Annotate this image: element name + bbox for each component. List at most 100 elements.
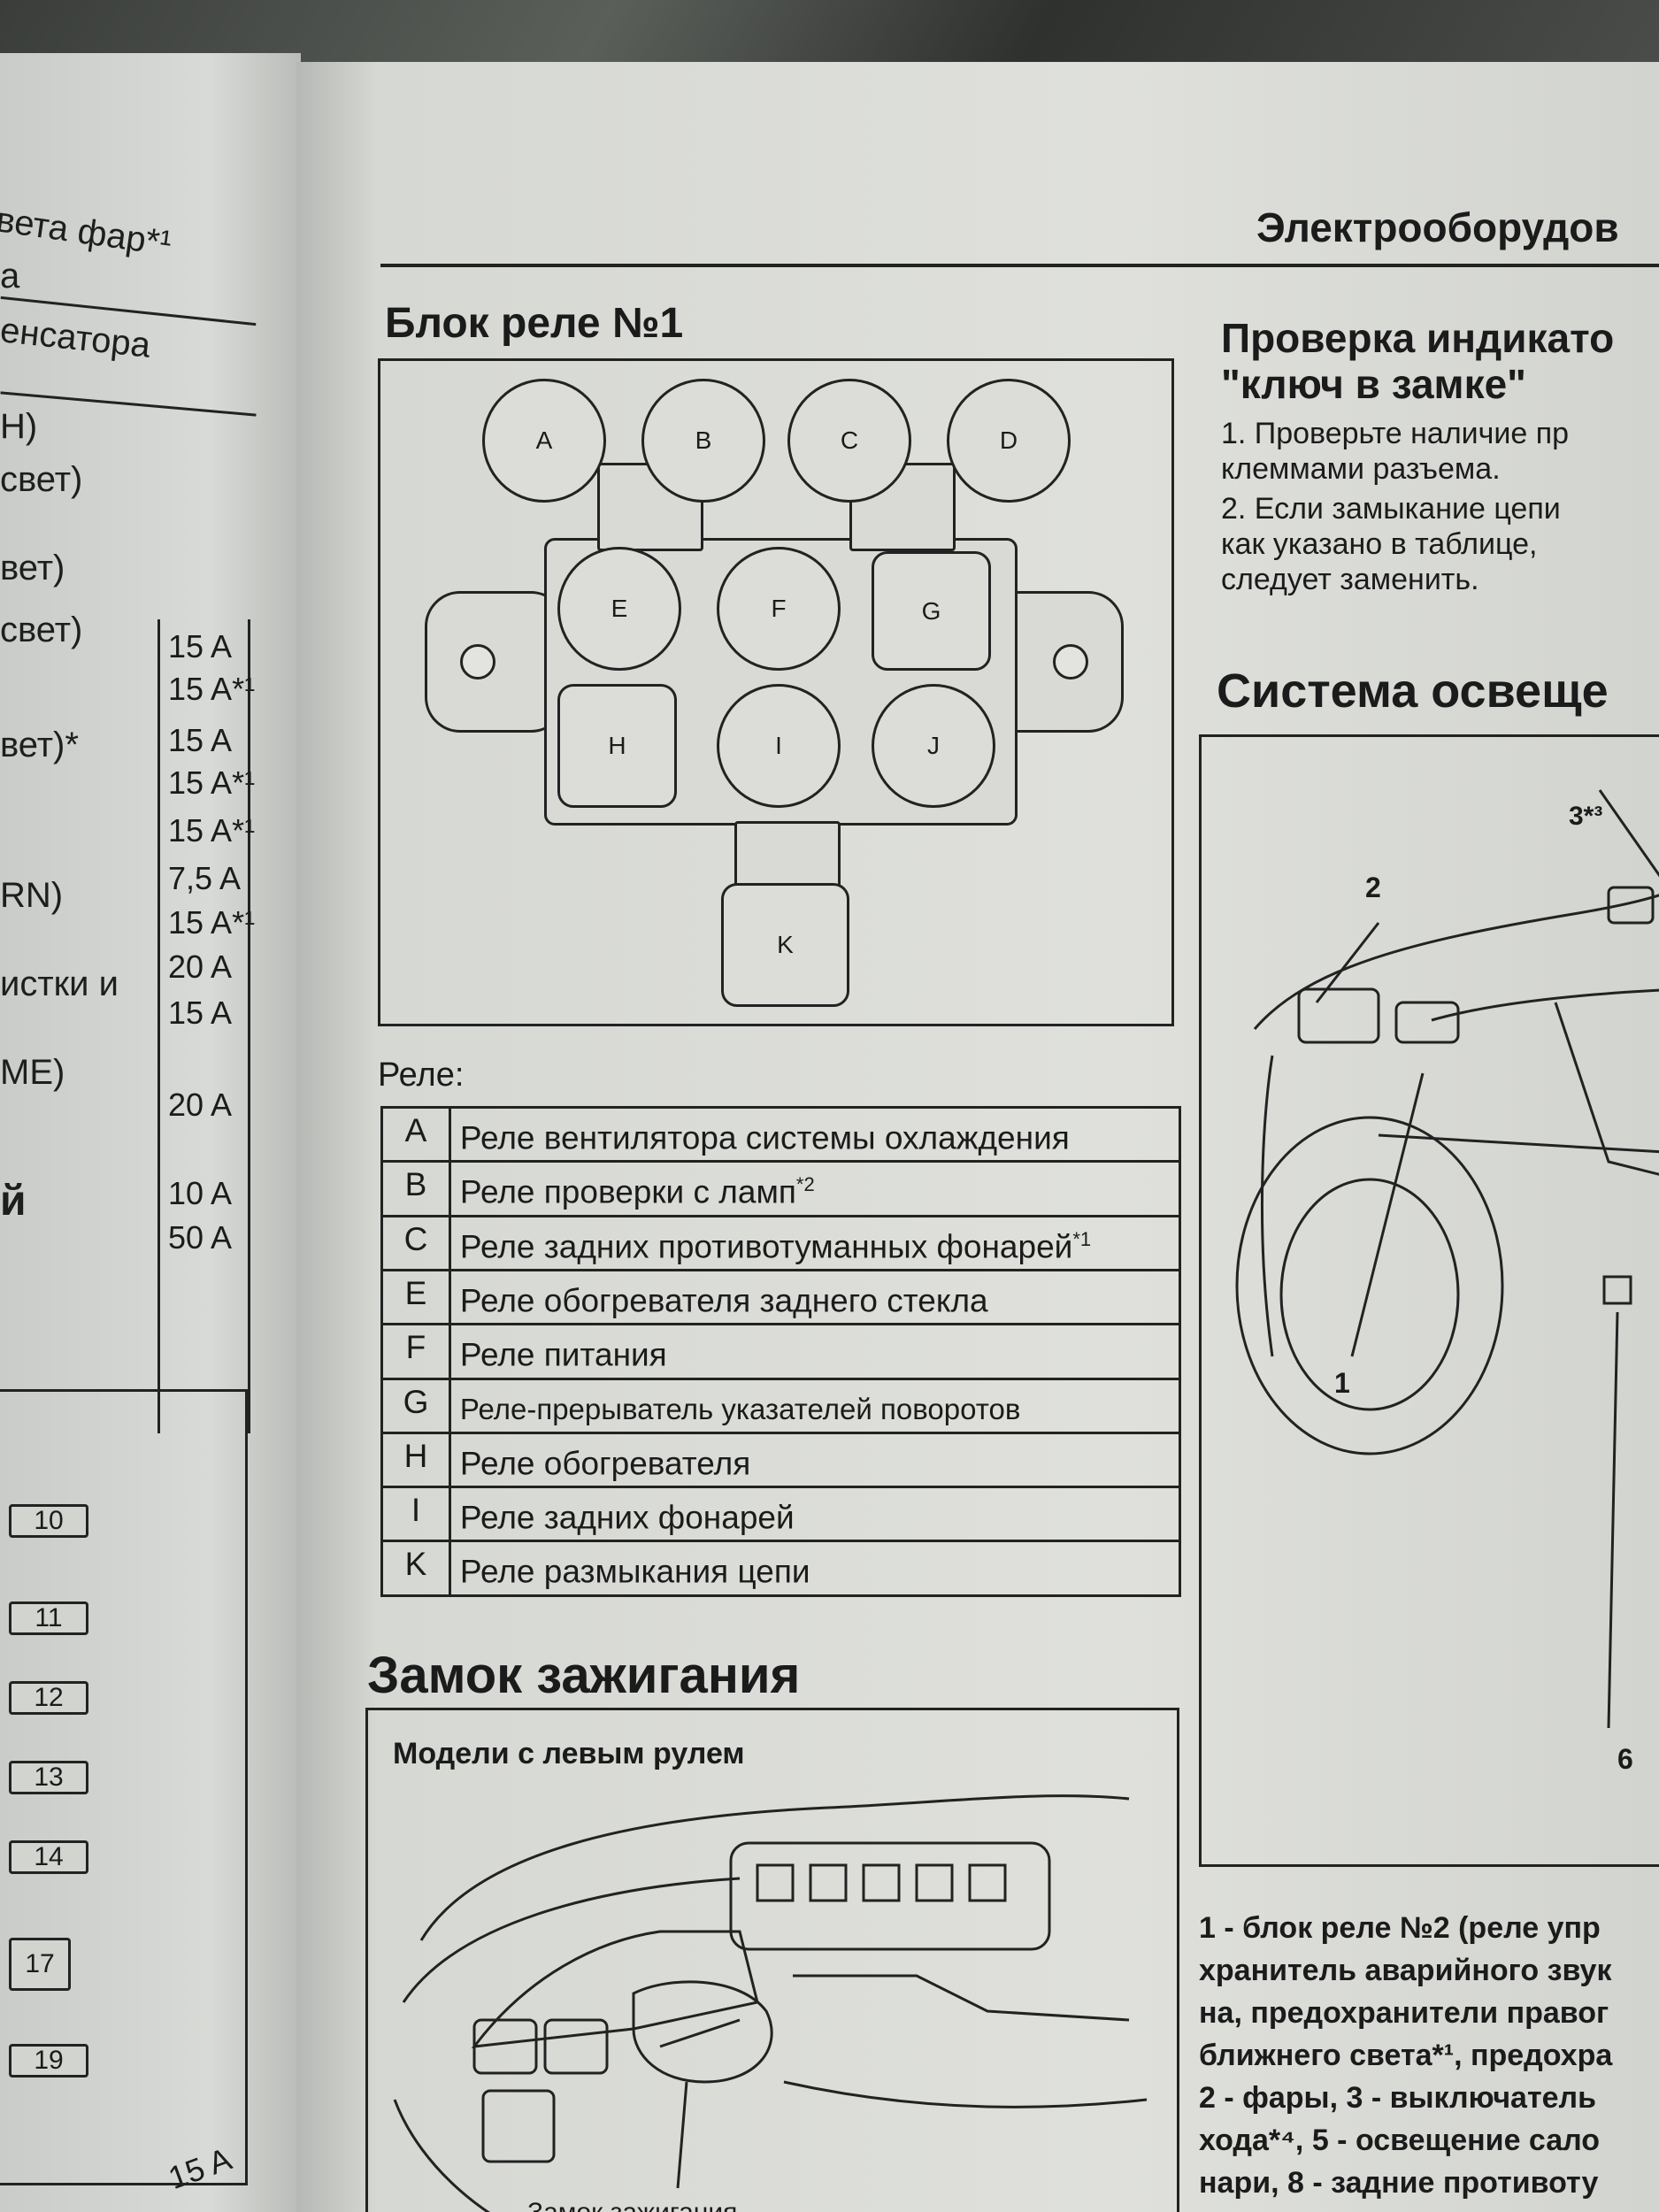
- relay-block-title: Блок реле №1: [385, 300, 684, 347]
- relay-name: Реле задних противотуманных фонарей*1: [448, 1214, 1182, 1271]
- table-rule: [157, 619, 160, 1433]
- table-rule: [248, 619, 250, 1433]
- lighting-caption-line: нари, 8 - задние противоту: [1199, 2166, 1599, 2200]
- ignition-partial-subtitle: рулем: [765, 2203, 857, 2212]
- relay-key: F: [380, 1323, 451, 1380]
- relay-name: Реле задних фонарей: [448, 1485, 1182, 1543]
- ignition-subtitle: Модели с левым рулем: [393, 1737, 745, 1770]
- table-row: I Реле задних фонарей: [380, 1485, 1182, 1543]
- fuse-number: 14: [9, 1840, 88, 1874]
- relay-key: G: [380, 1377, 451, 1434]
- amp-value: 10 A: [168, 1175, 233, 1211]
- left-fragment: вет): [0, 549, 65, 588]
- amp-value: 15 A*¹: [168, 812, 256, 849]
- key-check-line: клеммами разъема.: [1221, 452, 1501, 486]
- relay-name: Реле вентилятора системы охлаждения: [448, 1105, 1182, 1164]
- relay-key: E: [380, 1268, 451, 1326]
- lighting-caption-line: на, предохранители правог: [1199, 1996, 1609, 2030]
- lighting-caption-line: ближнего света*¹, предохра: [1199, 2039, 1613, 2072]
- fuse-box-outline: [0, 1389, 248, 2185]
- relay-key: H: [380, 1431, 451, 1488]
- callout-3: 3*³: [1569, 802, 1603, 831]
- relay-name: Реле размыкания цепи: [448, 1540, 1182, 1597]
- relay-e: E: [557, 547, 681, 671]
- left-fragment: свет): [0, 611, 83, 649]
- amp-value: 15 A*¹: [168, 764, 256, 801]
- left-fragment: енсатора: [0, 311, 153, 365]
- running-header: Электрооборудов: [1256, 204, 1619, 250]
- left-fragment: й: [0, 1178, 27, 1225]
- table-row: C Реле задних противотуманных фонарей*1: [380, 1214, 1182, 1271]
- relay-block-diagram: A B C D E F G H I J K: [378, 358, 1174, 1026]
- callout-6: 6: [1617, 1743, 1633, 1775]
- left-fragment: вет)*: [0, 726, 79, 764]
- ignition-title: Замок зажигания: [367, 1647, 801, 1704]
- table-row: F Реле питания: [380, 1323, 1182, 1380]
- ignition-figure: Модели с левым рулем: [365, 1708, 1179, 2212]
- relay-k: K: [721, 883, 849, 1007]
- amp-value: 15 A*¹: [168, 904, 256, 941]
- amp-value: 7,5 A: [168, 860, 242, 896]
- relay-g: G: [872, 551, 991, 671]
- amp-value: 15 A: [168, 995, 233, 1031]
- table-rule: [0, 391, 257, 417]
- key-check-title-1: Проверка индикато: [1221, 315, 1615, 361]
- relay-key: I: [380, 1485, 451, 1543]
- relay-h: H: [557, 684, 677, 808]
- relay-name: Реле-прерыватель указателей поворотов: [448, 1377, 1182, 1434]
- left-fragment: вета фар*¹: [0, 200, 174, 264]
- relay-key: A: [380, 1105, 451, 1164]
- relay-key: C: [380, 1214, 451, 1271]
- lighting-caption-line: хранитель аварийного звук: [1199, 1954, 1612, 1987]
- relay-b: B: [641, 379, 765, 503]
- relay-c: C: [787, 379, 911, 503]
- table-row: B Реле проверки с ламп*2: [380, 1160, 1182, 1217]
- amp-value: 20 A: [168, 949, 233, 985]
- amp-value: 15 A: [168, 722, 233, 758]
- table-row: E Реле обогревателя заднего стекла: [380, 1268, 1182, 1326]
- left-fragment: истки и: [0, 964, 119, 1003]
- fuse-number: 19: [9, 2044, 88, 2078]
- lighting-caption-line: 2 - фары, 3 - выключатель: [1199, 2081, 1597, 2115]
- relay-legend-caption: Реле:: [378, 1056, 465, 1094]
- relay-a: A: [482, 379, 606, 503]
- left-fragment: а: [0, 257, 20, 296]
- relay-key: K: [380, 1540, 451, 1597]
- key-check-line: следует заменить.: [1221, 563, 1479, 596]
- left-fragment: Н): [0, 407, 38, 446]
- dashboard-drawing: [393, 1794, 1148, 2212]
- left-fragment: ME): [0, 1053, 65, 1092]
- vehicle-drawing: [1235, 789, 1659, 1729]
- amp-value: 15 A: [168, 628, 233, 664]
- fuse-number: 11: [9, 1601, 88, 1635]
- relay-name: Реле питания: [448, 1323, 1182, 1380]
- header-rule: [380, 264, 1659, 267]
- table-row: K Реле размыкания цепи: [380, 1540, 1182, 1597]
- lighting-figure: 3*³ 2 1 6: [1199, 734, 1659, 1867]
- key-check-line: как указано в таблице,: [1221, 527, 1538, 561]
- relay-j: J: [872, 684, 995, 808]
- mount-hole-right: [1053, 644, 1088, 680]
- ignition-callout: Замок зажигания: [527, 2195, 737, 2212]
- connector-stem: [734, 821, 841, 892]
- relay-i: I: [717, 684, 841, 808]
- table-row: G Реле-прерыватель указателей поворотов: [380, 1377, 1182, 1434]
- relay-name: Реле проверки с ламп*2: [448, 1160, 1182, 1217]
- fuse-number: 12: [9, 1681, 88, 1715]
- fuse-number: 10: [9, 1504, 88, 1538]
- left-fragment: свет): [0, 460, 83, 499]
- fuse-number: 17: [9, 1938, 71, 1991]
- fuse-number: 13: [9, 1761, 88, 1794]
- relay-d: D: [947, 379, 1071, 503]
- lighting-caption-line: 1 - блок реле №2 (реле упр: [1199, 1911, 1601, 1945]
- mount-ear-left: [425, 591, 566, 733]
- callout-1: 1: [1334, 1367, 1350, 1399]
- amp-value: 15 A*¹: [168, 671, 256, 707]
- lighting-title: Система освеще: [1217, 664, 1609, 718]
- amp-value: 20 A: [168, 1087, 233, 1123]
- mount-hole-left: [460, 644, 495, 680]
- relay-name: Реле обогревателя: [448, 1431, 1182, 1488]
- lighting-caption-line: хода*⁴, 5 - освещение сало: [1199, 2124, 1601, 2157]
- amp-value: 50 A: [168, 1219, 233, 1256]
- relay-f: F: [717, 547, 841, 671]
